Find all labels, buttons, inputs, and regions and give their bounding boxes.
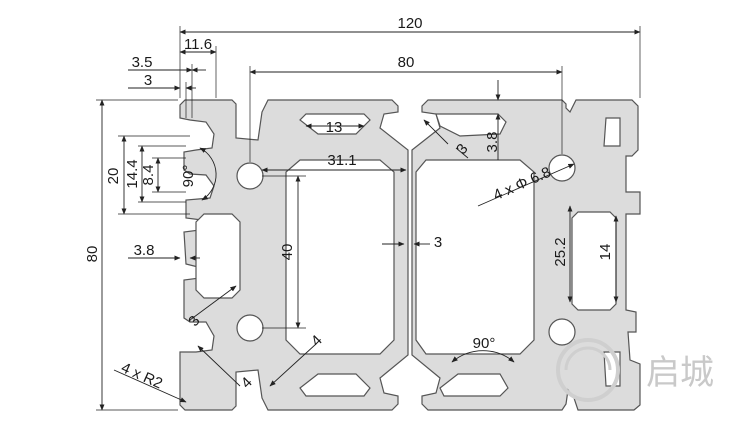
- cavity-right: [415, 159, 535, 355]
- label-right-25-2: 25.2: [552, 237, 569, 266]
- label-spacing-40: 40: [279, 244, 296, 261]
- slot-right-top: [603, 117, 621, 147]
- label-offset-3-5: 3.5: [132, 54, 153, 71]
- label-angle-90-left: 90°: [180, 165, 197, 188]
- label-radius: 4 x R2: [119, 359, 166, 392]
- label-web-thickness: 3: [434, 234, 442, 251]
- label-slot-20: 20: [105, 168, 122, 185]
- label-slot-width-13: 13: [326, 119, 343, 136]
- label-slot-spacing-top: 80: [398, 54, 415, 71]
- cavity-center-top: [285, 159, 395, 355]
- core-hole-top-left: [236, 162, 264, 190]
- slot-bottom-right: [439, 373, 509, 397]
- cavity-left: [195, 213, 241, 299]
- label-depth-3-8-left: 3.8: [134, 242, 155, 259]
- label-slot-8-4: 8.4: [140, 165, 157, 186]
- aluminium-profile: [179, 99, 641, 411]
- dimension-lines: [96, 26, 641, 411]
- label-center-offset-31-1: 31.1: [327, 152, 356, 169]
- core-hole-bottom-left: [236, 314, 264, 342]
- watermark-logo-icon: [556, 338, 620, 402]
- core-hole-top-right: [548, 154, 576, 182]
- label-depth-3-8-top: 3.8: [484, 132, 501, 153]
- watermark-text: 启城: [646, 353, 714, 393]
- label-slot-14-4: 14.4: [124, 159, 141, 188]
- label-overall-width: 120: [397, 15, 422, 32]
- slot-bottom-center: [299, 373, 371, 397]
- label-right-14: 14: [597, 244, 614, 261]
- label-angle-90-bottom: 90°: [473, 335, 496, 352]
- label-wall-4-left: 4: [238, 374, 256, 392]
- watermark: 启城: [556, 338, 714, 402]
- label-overall-height: 80: [84, 246, 101, 263]
- label-offset-11-6: 11.6: [184, 36, 212, 53]
- core-hole-bottom-right: [548, 318, 576, 346]
- label-offset-3: 3: [144, 72, 152, 89]
